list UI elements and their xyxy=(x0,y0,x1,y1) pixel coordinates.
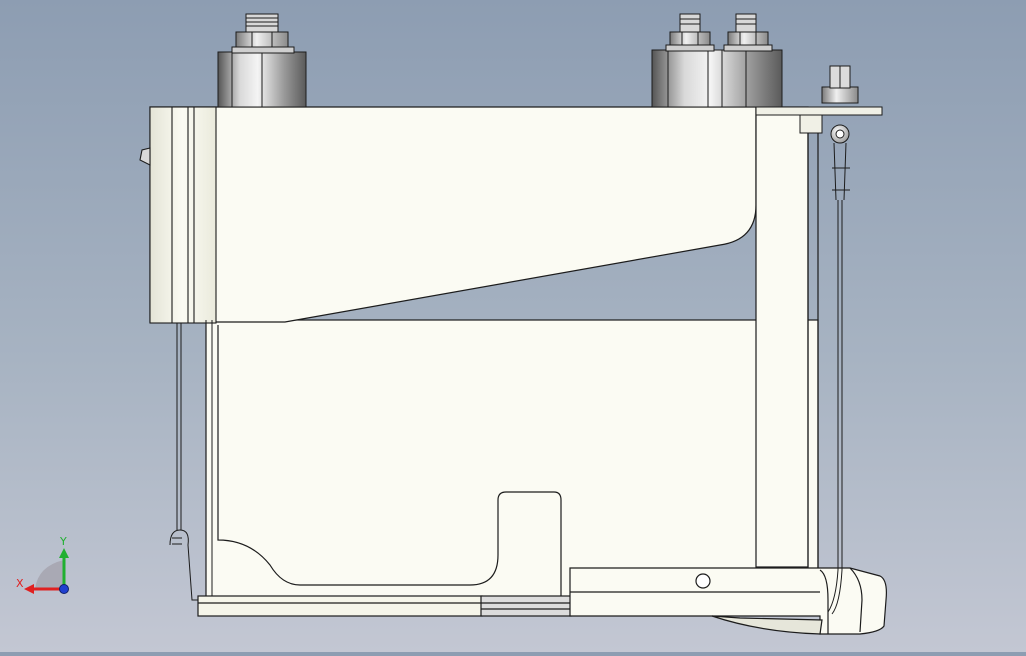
housing xyxy=(149,106,819,611)
left-rod xyxy=(169,320,213,601)
triad-plane xyxy=(35,560,64,589)
base-plate xyxy=(197,595,572,617)
triad-x-arrow xyxy=(24,584,34,594)
foot-hole xyxy=(695,573,711,589)
housing-inner-contour xyxy=(217,325,562,598)
terminal-left xyxy=(217,13,307,108)
terminal-right-pair xyxy=(651,13,783,108)
housing-upper-body xyxy=(149,106,757,323)
hook-hanger xyxy=(827,124,850,615)
triad-x-label: X xyxy=(16,577,24,590)
side-clip xyxy=(139,147,151,166)
right-bracket xyxy=(755,65,883,134)
housing-lower-body xyxy=(205,319,819,611)
triad-y-arrow xyxy=(59,548,69,558)
triad-z-axis xyxy=(59,584,69,594)
housing-right-frame xyxy=(755,106,809,568)
left-side-panel xyxy=(139,106,217,324)
triad-y-label: Y xyxy=(59,535,67,548)
orientation-triad[interactable]: X Y xyxy=(16,535,69,594)
right-foot xyxy=(569,567,887,635)
